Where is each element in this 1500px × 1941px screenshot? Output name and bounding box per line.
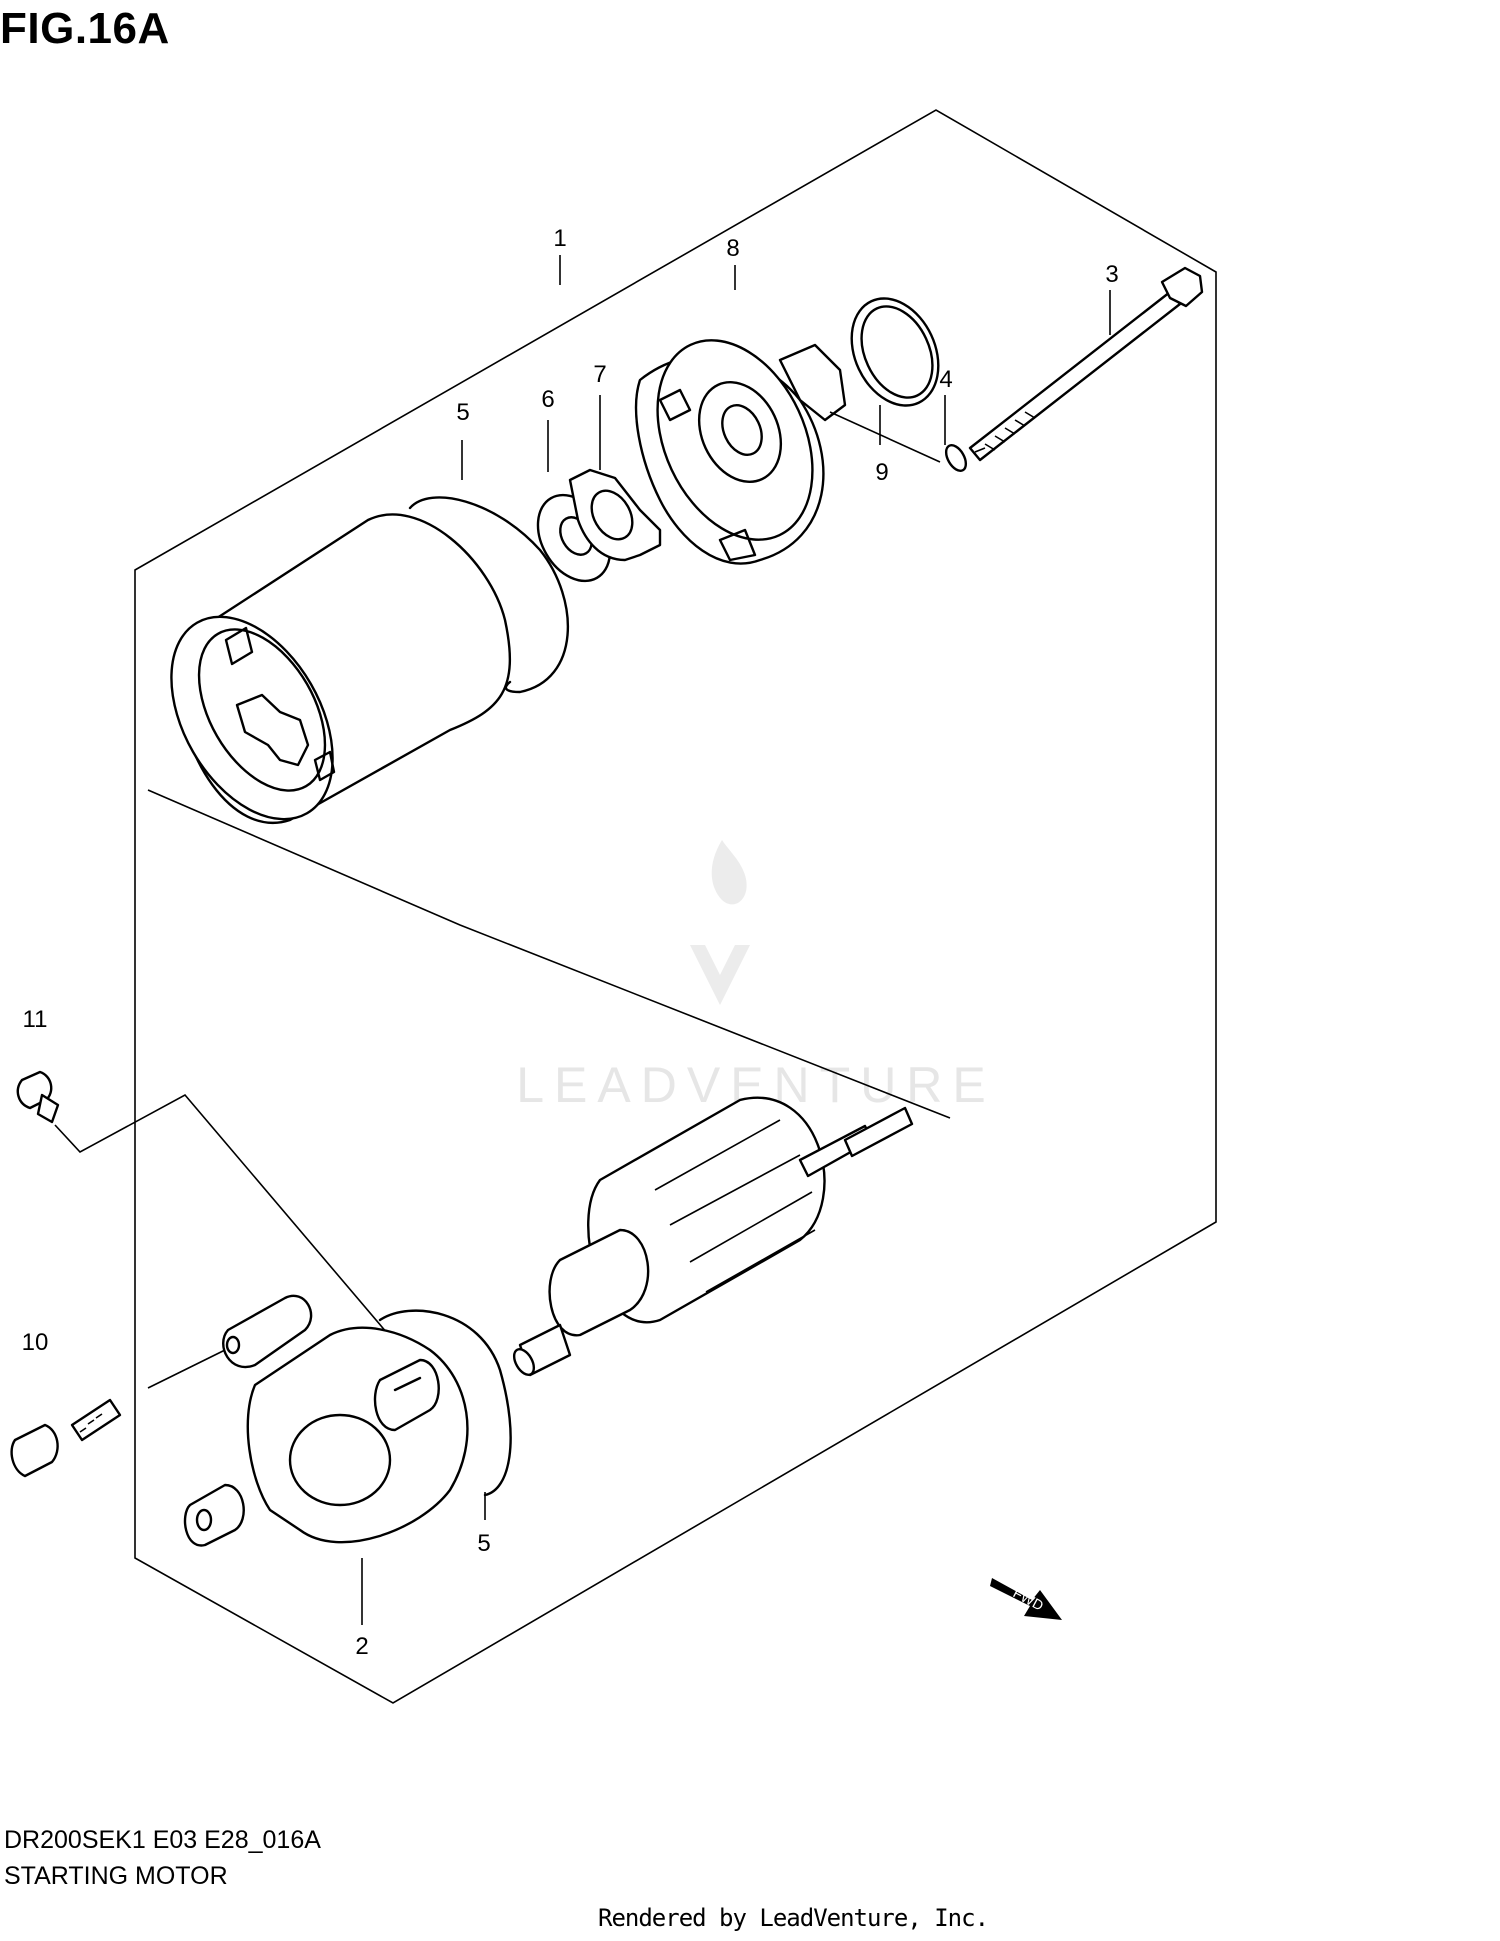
guide-line-10 xyxy=(147,1349,226,1389)
diagram-caption: STARTING MOTOR xyxy=(4,1862,228,1890)
assembly-outline xyxy=(134,109,1217,1704)
rendered-by-credit: Rendered by LeadVenture, Inc. xyxy=(598,1904,989,1932)
callout-8: 8 xyxy=(726,235,739,262)
callout-5-lower: 5 xyxy=(477,1530,490,1557)
callout-2: 2 xyxy=(355,1633,368,1660)
callout-4: 4 xyxy=(939,366,952,393)
callout-7: 7 xyxy=(593,361,606,388)
bolt-11 xyxy=(16,1070,60,1124)
bolt-10 xyxy=(10,1398,122,1478)
brush-holder-bracket xyxy=(634,339,847,565)
callout-10: 10 xyxy=(22,1329,49,1356)
section-line xyxy=(147,789,951,1119)
callout-leaders xyxy=(361,255,1111,1625)
callout-5-upper: 5 xyxy=(456,399,469,426)
callout-9: 9 xyxy=(875,459,888,486)
guide-line-11 xyxy=(54,1093,439,1394)
callout-6: 6 xyxy=(541,386,554,413)
end-cover xyxy=(183,1294,469,1547)
o-ring-upper xyxy=(408,496,570,694)
o-ring-4 xyxy=(944,444,968,472)
callout-3: 3 xyxy=(1105,261,1118,288)
through-bolt xyxy=(968,266,1204,462)
washer-plate xyxy=(568,468,662,562)
callout-11: 11 xyxy=(23,1006,48,1033)
leadventure-watermark: LEADVENTURE xyxy=(516,840,986,1113)
yoke-housing xyxy=(170,513,512,824)
o-ring-9 xyxy=(850,297,940,407)
diagram-code: DR200SEK1 E03 E28_016A xyxy=(4,1826,321,1854)
leader-9-4 xyxy=(829,411,941,463)
callout-1: 1 xyxy=(553,225,566,252)
fwd-arrow-icon: FWD xyxy=(990,1578,1062,1620)
figure-title: FIG.16A xyxy=(0,4,170,53)
armature xyxy=(512,1096,914,1377)
o-ring-lower xyxy=(378,1309,512,1497)
